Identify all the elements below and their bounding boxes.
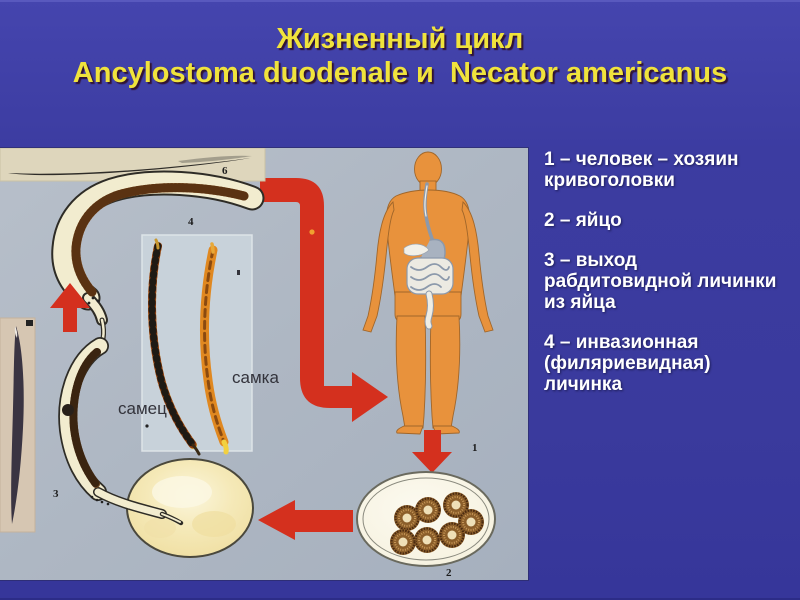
- strip-mark: [26, 320, 33, 326]
- filariform-larvae-photo: [141, 234, 253, 456]
- rhabditiform-larva-illustration: 3: [53, 337, 184, 526]
- legend: 1 – человек – хозяин кривоголовки 2 – яй…: [544, 149, 796, 414]
- female-label: самка: [232, 368, 279, 387]
- spark-dot: [309, 229, 315, 235]
- figure-number-6: 6: [222, 165, 228, 177]
- figure-number-1: 1: [472, 442, 478, 454]
- red-cycle-path: [260, 178, 388, 422]
- egg-cluster-eggs: [390, 492, 484, 555]
- larva-photo-strip: [0, 317, 36, 533]
- up-arrow: [50, 283, 90, 332]
- human-figure: [362, 151, 494, 435]
- life-cycle-figure: 6 4: [0, 148, 528, 580]
- figure-number-4: 4: [188, 216, 194, 228]
- inset-dot: [145, 424, 149, 428]
- adult-worm-illustration: 4: [51, 170, 265, 342]
- male-label: самец: [118, 399, 167, 418]
- title-line-1: Жизненный цикл: [276, 23, 524, 55]
- legend-item-2: 2 – яйцо: [544, 210, 622, 231]
- digestive-tract: [403, 182, 454, 330]
- life-cycle-diagram: 6 4: [0, 147, 529, 581]
- slide-bottom-shadow: [0, 598, 800, 600]
- figure-number-3: 3: [53, 488, 59, 500]
- adult-worm-photo-strip: 6: [0, 148, 266, 182]
- inset-mark: [237, 270, 240, 275]
- legend-item-3: 3 – выход рабдитовидной личинки из яйца: [544, 250, 777, 313]
- legend-item-1: 1 – человек – хозяин кривоголовки: [544, 149, 739, 191]
- figure-number-2: 2: [446, 567, 452, 579]
- legend-item-4: 4 – инвазионная (филяриевидная) личинка: [544, 332, 711, 395]
- egg-cluster-illustration: 2: [356, 471, 496, 579]
- title-line-2: Ancylostoma duodenale и Necator american…: [72, 57, 728, 89]
- down-arrow: [412, 430, 452, 473]
- slide-title: Жизненный цикл Ancylostoma duodenale и N…: [0, 22, 800, 90]
- egg-illustration: [126, 458, 254, 558]
- left-arrow: [258, 500, 353, 540]
- slide-top-highlight: [0, 0, 800, 2]
